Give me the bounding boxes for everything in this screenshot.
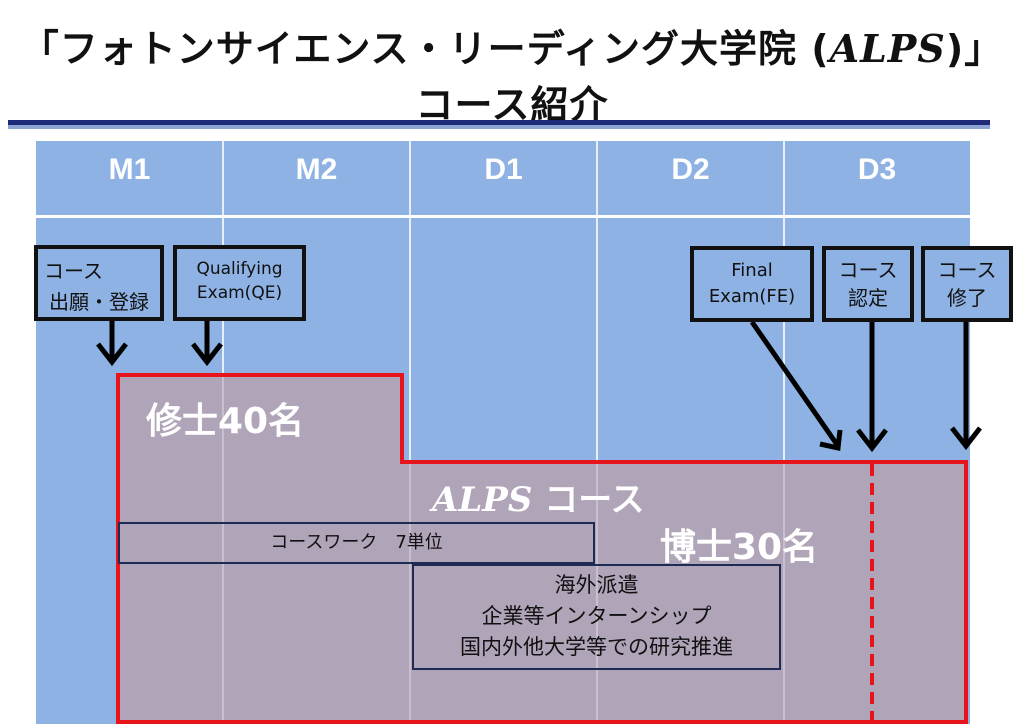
step-qualifying-exam-text: Qualifying Exam(QE)	[196, 259, 283, 303]
step-application-box: コース 出願・登録	[34, 245, 164, 321]
step-application-text-2: 出願・登録	[49, 290, 149, 314]
course-name-label: ALPS コース	[432, 472, 645, 521]
title-close: )」	[945, 27, 1004, 71]
course-name-rest: コース	[532, 480, 645, 520]
year-header-d3: D3	[857, 153, 897, 186]
step-qualifying-exam-box: Qualifying Exam(QE)	[173, 245, 306, 321]
header-divider	[36, 215, 970, 218]
step-application-label-1: コース	[38, 255, 160, 284]
step-application-label-2: 出願・登録	[38, 286, 160, 315]
doctoral-count-label: 博士30名	[660, 527, 819, 568]
step-completion-box: コース 修了	[921, 246, 1013, 322]
step-final-exam-text: Final Exam(FE)	[708, 260, 796, 307]
activities-box: 海外派遣 企業等インターンシップ 国内外他大学等での研究推進	[412, 564, 781, 670]
arrow-completion	[950, 320, 982, 451]
column-divider	[783, 141, 785, 724]
year-header-m2: M2	[295, 153, 338, 186]
step-final-exam-box: Final Exam(FE)	[690, 246, 814, 322]
column-divider	[409, 141, 411, 724]
title-alps: ALPS	[829, 26, 946, 71]
title-rule	[8, 120, 990, 125]
title-open: 「フォトンサイエンス・リーディング大学院 (	[20, 27, 830, 71]
coursework-box: コースワーク 7単位	[118, 522, 595, 564]
title-line-1: 「フォトンサイエンス・リーディング大学院 (ALPS)」	[0, 18, 1024, 73]
step-certification-box: コース 認定	[822, 246, 914, 322]
year-header-d1: D1	[484, 153, 523, 186]
column-divider	[596, 141, 598, 724]
activity-item: 海外派遣	[554, 573, 639, 597]
step-application-text: コース	[44, 259, 103, 283]
activity-item: 国内外他大学等での研究推進	[460, 635, 733, 659]
step-certification-text: コース 認定	[838, 258, 898, 310]
course-area	[116, 373, 968, 724]
arrow-application	[96, 320, 128, 367]
arrow-qualifying-exam	[191, 320, 223, 367]
arrow-final-exam	[749, 320, 843, 452]
title-rule-shadow	[8, 125, 990, 129]
title-line-2: コース紹介	[415, 83, 609, 127]
activity-item: 企業等インターンシップ	[481, 604, 712, 628]
arrow-certification	[856, 322, 888, 453]
step-completion-text: コース 修了	[937, 258, 997, 310]
year-header-d2: D2	[671, 153, 710, 186]
course-name-alps: ALPS	[432, 480, 533, 520]
year-header-m1: M1	[108, 153, 151, 186]
masters-count-label: 修士40名	[146, 401, 305, 442]
